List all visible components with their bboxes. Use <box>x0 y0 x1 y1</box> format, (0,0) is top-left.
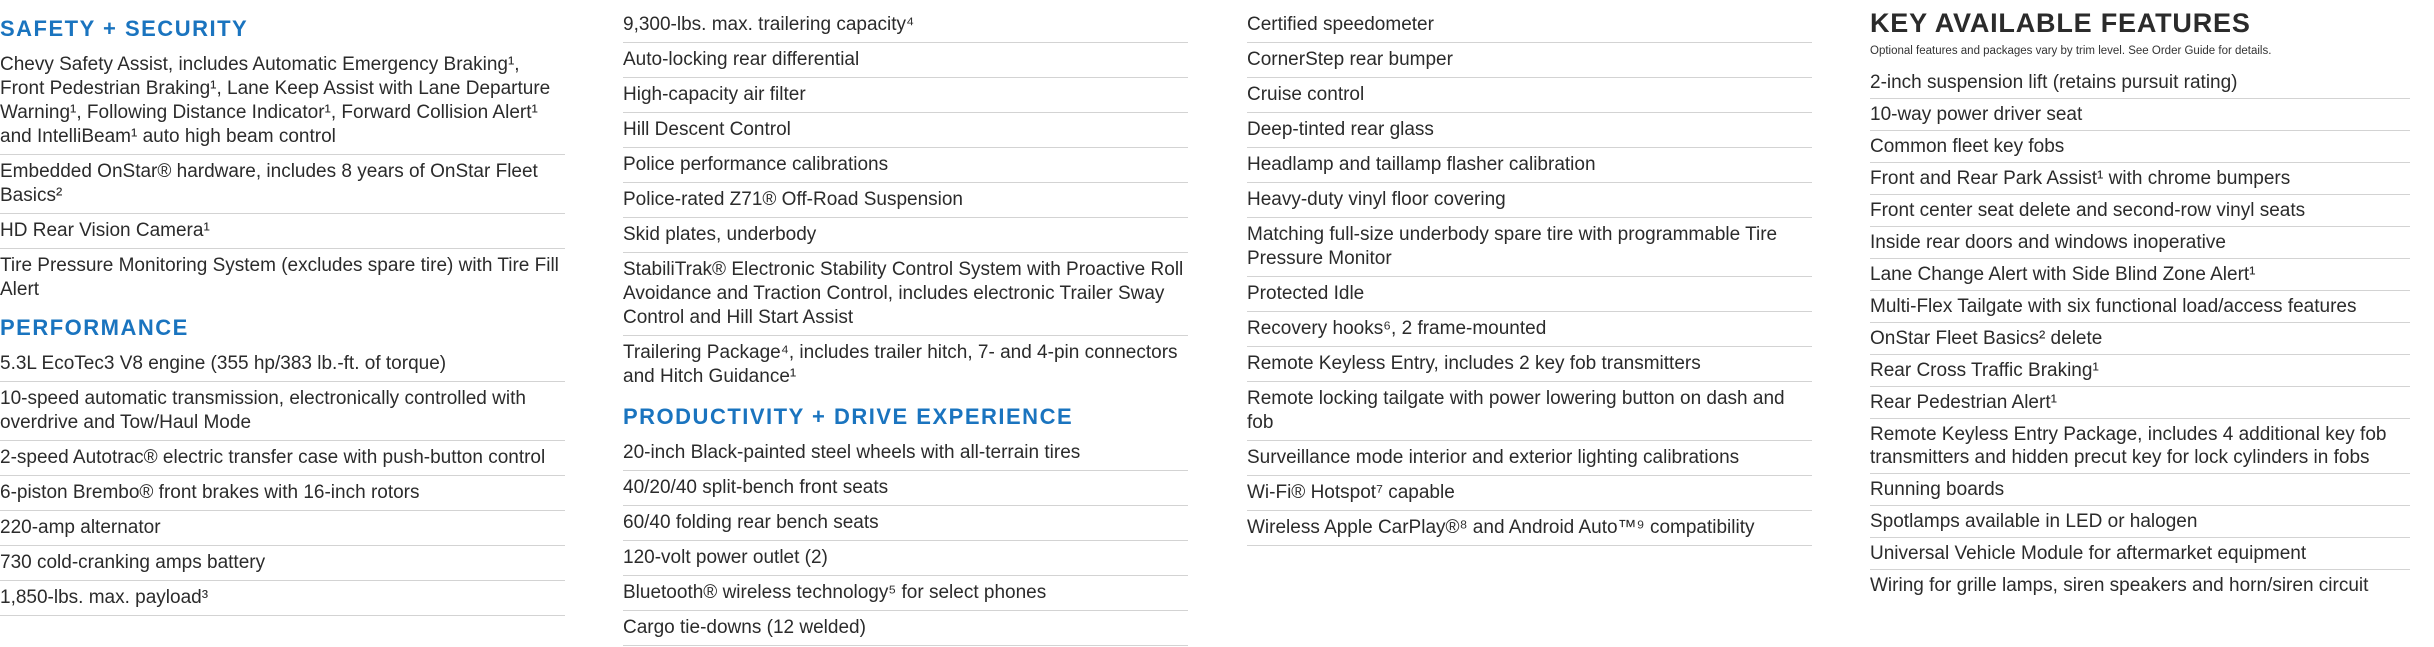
list-item: Universal Vehicle Module for aftermarket… <box>1870 538 2410 570</box>
list-item: Wi-Fi® Hotspot⁷ capable <box>1247 476 1812 511</box>
list-item: Auto-locking rear differential <box>623 43 1188 78</box>
list-item: HD Rear Vision Camera¹ <box>0 214 565 249</box>
list-item: Surveillance mode interior and exterior … <box>1247 441 1812 476</box>
list-item: Spotlamps available in LED or halogen <box>1870 506 2410 538</box>
list-item: Trailering Package⁴, includes trailer hi… <box>623 342 1178 387</box>
list-item: Skid plates, underbody <box>623 218 1188 253</box>
column-4: KEY AVAILABLE FEATURES Optional features… <box>1870 8 2410 601</box>
list-item: Wireless Apple CarPlay®⁸ and Android Aut… <box>1247 511 1812 546</box>
list-item: Cruise control <box>1247 78 1812 113</box>
list-item: 220-amp alternator <box>0 511 565 546</box>
list-item: Front center seat delete and second-row … <box>1870 195 2410 227</box>
section-heading-key-features: KEY AVAILABLE FEATURES <box>1870 8 2251 38</box>
list-item: Cargo tie-downs (12 welded) <box>623 611 1188 646</box>
list-item: High-capacity air filter <box>623 78 1188 113</box>
list-item: StabiliTrak® Electronic Stability Contro… <box>623 253 1188 336</box>
list-item: Remote locking tailgate with power lower… <box>1247 382 1812 441</box>
list-item: Wiring for grille lamps, siren speakers … <box>1870 575 2369 596</box>
list-item: Protected Idle <box>1247 277 1812 312</box>
list-item: Police-rated Z71® Off-Road Suspension <box>623 183 1188 218</box>
list-item: Inside rear doors and windows inoperativ… <box>1870 227 2410 259</box>
list-item: 10-way power driver seat <box>1870 99 2410 131</box>
section-heading-safety: SAFETY + SECURITY <box>0 16 249 41</box>
list-item: Hill Descent Control <box>623 113 1188 148</box>
list-item: 730 cold-cranking amps battery <box>0 546 565 581</box>
list-item: Matching full-size underbody spare tire … <box>1247 218 1812 277</box>
list-item: Recovery hooks⁶, 2 frame-mounted <box>1247 312 1812 347</box>
list-item: Police performance calibrations <box>623 148 1188 183</box>
list-item: 2-speed Autotrac® electric transfer case… <box>0 441 565 476</box>
list-item: Headlamp and taillamp flasher calibratio… <box>1247 148 1812 183</box>
list-item: Rear Cross Traffic Braking¹ <box>1870 355 2410 387</box>
column-1: SAFETY + SECURITY Chevy Safety Assist, i… <box>0 8 565 616</box>
list-item: OnStar Fleet Basics² delete <box>1870 323 2410 355</box>
list-item: Tire Pressure Monitoring System (exclude… <box>0 255 559 300</box>
features-note: Optional features and packages vary by t… <box>1870 45 2272 57</box>
list-item: Heavy-duty vinyl floor covering <box>1247 183 1812 218</box>
list-item: Embedded OnStar® hardware, includes 8 ye… <box>0 155 565 214</box>
list-item: Remote Keyless Entry Package, includes 4… <box>1870 419 2410 474</box>
list-item: 40/20/40 split-bench front seats <box>623 471 1188 506</box>
list-item: Multi-Flex Tailgate with six functional … <box>1870 291 2410 323</box>
list-item: Rear Pedestrian Alert¹ <box>1870 387 2410 419</box>
list-item: Running boards <box>1870 474 2410 506</box>
list-item: 10-speed automatic transmission, electro… <box>0 382 565 441</box>
list-item: 2-inch suspension lift (retains pursuit … <box>1870 67 2410 99</box>
list-item: Lane Change Alert with Side Blind Zone A… <box>1870 259 2410 291</box>
list-item: Bluetooth® wireless technology⁵ for sele… <box>623 576 1188 611</box>
column-2: 9,300-lbs. max. trailering capacity⁴ Aut… <box>623 8 1188 646</box>
list-item: 6-piston Brembo® front brakes with 16-in… <box>0 476 565 511</box>
list-item: Deep-tinted rear glass <box>1247 113 1812 148</box>
list-item: 1,850-lbs. max. payload³ <box>0 581 565 616</box>
section-heading-productivity: PRODUCTIVITY + DRIVE EXPERIENCE <box>623 404 1074 429</box>
list-item: Certified speedometer <box>1247 8 1812 43</box>
list-item: Remote Keyless Entry, includes 2 key fob… <box>1247 347 1812 382</box>
list-item: 120-volt power outlet (2) <box>623 541 1188 576</box>
list-item: 9,300-lbs. max. trailering capacity⁴ <box>623 8 1188 43</box>
list-item: CornerStep rear bumper <box>1247 43 1812 78</box>
section-heading-performance: PERFORMANCE <box>0 315 189 340</box>
list-item: 20-inch Black-painted steel wheels with … <box>623 436 1188 471</box>
list-item: Front and Rear Park Assist¹ with chrome … <box>1870 163 2410 195</box>
list-item: Common fleet key fobs <box>1870 131 2410 163</box>
column-3: Certified speedometer CornerStep rear bu… <box>1247 8 1812 546</box>
list-item: 60/40 folding rear bench seats <box>623 506 1188 541</box>
list-item: Chevy Safety Assist, includes Automatic … <box>0 48 565 155</box>
list-item: 5.3L EcoTec3 V8 engine (355 hp/383 lb.-f… <box>0 347 565 382</box>
